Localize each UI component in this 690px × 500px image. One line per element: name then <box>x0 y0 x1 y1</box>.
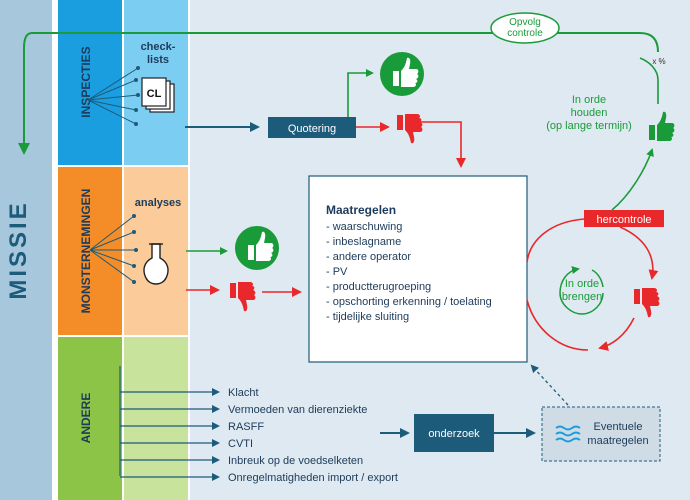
andere-item: RASFF <box>228 421 264 433</box>
maatregel-item: - andere operator <box>326 251 411 263</box>
inspecties-fan-lines <box>87 67 139 125</box>
maatregel-item: - inbeslagname <box>326 236 401 248</box>
opvolg-line2: controle <box>507 28 543 39</box>
x-percent-label: x % <box>652 57 665 66</box>
maatregelen-list: - waarschuwing - inbeslagname - andere o… <box>326 221 492 323</box>
maatregel-item: - tijdelijke sluiting <box>326 311 409 323</box>
missie-label: MISSIE <box>5 200 32 299</box>
quotering-ok-arrow <box>347 69 374 117</box>
monsternemingen-fan-lines <box>89 215 136 283</box>
checklists-label-line1: check- <box>141 41 176 53</box>
onderzoek-label: onderzoek <box>428 428 480 440</box>
eventuele-maatregelen-box <box>541 406 661 462</box>
andere-branch-arrows <box>120 388 220 481</box>
in-orde-houden-line1: In orde <box>572 94 606 106</box>
onderzoek-box <box>414 414 494 452</box>
hercontrole-loop-bottom <box>598 317 635 351</box>
andere-label: ANDERE <box>79 393 93 444</box>
monsternemingen-label: MONSTERNEMINGEN <box>79 189 93 314</box>
eventuele-line1: Eventuele <box>594 421 643 433</box>
andere-list: Klacht Vermoeden van dierenziekte RASFF … <box>228 387 398 484</box>
waves-icon <box>555 425 581 443</box>
in-orde-houden-line3: (op lange termijn) <box>546 120 632 132</box>
eventuele-line2: maatregelen <box>587 435 648 447</box>
inspecties-column <box>58 0 122 165</box>
opvolg-loop-arrow <box>18 32 659 155</box>
opvolg-controle-bubble <box>490 12 560 44</box>
maatregelen-title: Maatregelen <box>326 203 396 217</box>
maatregel-item: - opschorting erkenning / toelating <box>326 296 492 308</box>
inspecties-fan-dots <box>134 66 140 126</box>
hercontrole-loop-right <box>619 226 659 280</box>
andere-tool-column <box>124 337 188 500</box>
in-orde-houden-line2: houden <box>571 107 608 119</box>
missie-bar <box>0 0 52 500</box>
in-orde-brengen-line1: In orde <box>565 278 599 290</box>
hercontrole-box <box>584 210 664 227</box>
andere-item: Klacht <box>228 387 259 399</box>
monsternemingen-fan-dots <box>132 214 138 284</box>
andere-item: Inbreuk op de voedselketen <box>228 455 363 467</box>
in-orde-brengen-circle <box>559 266 604 315</box>
quotering-box <box>268 117 356 138</box>
hercontrole-loop-top <box>526 218 585 263</box>
maatregel-item: - productterugroeping <box>326 281 431 293</box>
in-orde-brengen-circle-end <box>591 269 604 288</box>
maatregel-item: - waarschuwing <box>326 221 402 233</box>
thumb-to-opvolg-arrow <box>639 57 659 104</box>
andere-item: Onregelmatigheden import / export <box>228 472 398 484</box>
hercontrole-loop-left <box>526 299 589 351</box>
flask-icon <box>143 243 169 285</box>
opvolg-line1: Opvolg <box>509 17 541 28</box>
inspecties-label: INSPECTIES <box>79 46 93 117</box>
checklist-documents-icon <box>141 77 175 113</box>
analyses-label: analyses <box>135 197 181 209</box>
quotering-label: Quotering <box>288 123 336 135</box>
in-orde-brengen-line2: brengen <box>562 291 602 303</box>
thumbs-down-to-maatregelen-arrow <box>420 121 466 168</box>
andere-column <box>58 337 122 500</box>
checklist-icon-text: CL <box>147 88 162 100</box>
monsternemingen-column <box>58 167 122 335</box>
andere-item: Vermoeden van dierenziekte <box>228 404 367 416</box>
maatregel-item: - PV <box>326 266 348 278</box>
checklists-label-line2: lists <box>147 54 169 66</box>
maatregelen-box <box>308 175 528 363</box>
hercontrole-label: hercontrole <box>596 214 651 226</box>
andere-item: CVTI <box>228 438 253 450</box>
in-orde-to-thumb-arrow <box>611 148 654 211</box>
eventuele-to-maatregelen-arrow <box>530 364 569 406</box>
